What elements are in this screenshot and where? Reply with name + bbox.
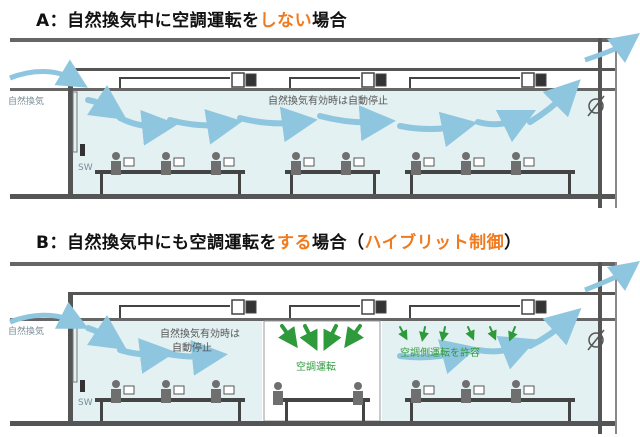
section-a-title-suffix: 場合 — [312, 11, 348, 31]
ceiling-line — [68, 292, 615, 295]
exhaust-arrow — [584, 33, 640, 63]
section-b-inlet-label: 自然換気 — [8, 325, 44, 337]
section-a-title-highlight: しない — [259, 11, 313, 31]
workers — [111, 152, 535, 175]
wall-switch — [80, 380, 85, 392]
section-a-building: 自然換気 自然換気有効時は自動停止 SW — [8, 33, 640, 208]
section-a-title-prefix: A：自然換気中に空調運転を — [36, 11, 260, 31]
airflow-arrows — [85, 308, 582, 376]
upper-slab — [10, 262, 615, 266]
airflow-arrows — [85, 79, 581, 148]
section-a-inlet-label: 自然換気 — [8, 95, 44, 107]
workers — [111, 380, 535, 405]
right-wall — [598, 262, 602, 434]
damper-symbol — [587, 95, 605, 117]
right-wall-outer — [615, 38, 617, 208]
room-zone-right — [382, 321, 598, 421]
section-b-left-note-line2: 自動停止 — [172, 341, 212, 354]
section-a-title: A：自然換気中に空調運転をしない場合 — [36, 6, 347, 31]
section-b-title-prefix: B：自然換気中にも空調運転を — [36, 233, 277, 253]
section-a-switch-label: SW — [78, 163, 93, 173]
section-b-title-highlight: する — [276, 233, 312, 253]
left-column — [68, 68, 73, 194]
section-b-right-note: 空調側運転を許容 — [400, 346, 480, 359]
section-b-left-note-line1: 自然換気有効時は — [160, 327, 240, 340]
ceiling-units — [119, 299, 547, 318]
floor-slab — [10, 421, 615, 426]
section-b-title-highlight2: ハイブリット制御 — [364, 233, 505, 253]
ceiling-line — [68, 68, 615, 71]
section-b-center-note: 空調運転 — [296, 360, 336, 373]
section-b-title-suffix: ） — [504, 233, 522, 253]
section-b-building: 自然換気 自然換気有効時は 自動停止 空調運転 空調側運転を許容 SW — [8, 261, 640, 434]
wall-switch — [80, 144, 85, 156]
floor-slab — [10, 194, 615, 199]
ac-airflow-arrows — [278, 324, 364, 351]
section-b-switch-label: SW — [78, 398, 93, 408]
damper-symbol — [587, 329, 605, 351]
section-b-title-mid: 場合（ — [311, 233, 365, 253]
ac-light-arrows — [398, 326, 518, 342]
inlet-arrow — [9, 59, 88, 88]
section-a-ceiling-note: 自然換気有効時は自動停止 — [268, 94, 388, 107]
ceiling-board — [10, 318, 615, 321]
section-b-title: B：自然換気中にも空調運転をする場合（ハイブリット制御） — [36, 228, 522, 253]
right-wall — [598, 38, 602, 208]
upper-slab — [10, 38, 615, 42]
ceiling-units — [119, 72, 547, 88]
exhaust-arrow — [584, 261, 640, 293]
ceiling-board — [10, 88, 615, 91]
left-louver — [72, 91, 78, 153]
right-wall-outer — [615, 262, 617, 434]
inlet-arrow — [9, 301, 89, 329]
left-column — [68, 292, 73, 421]
